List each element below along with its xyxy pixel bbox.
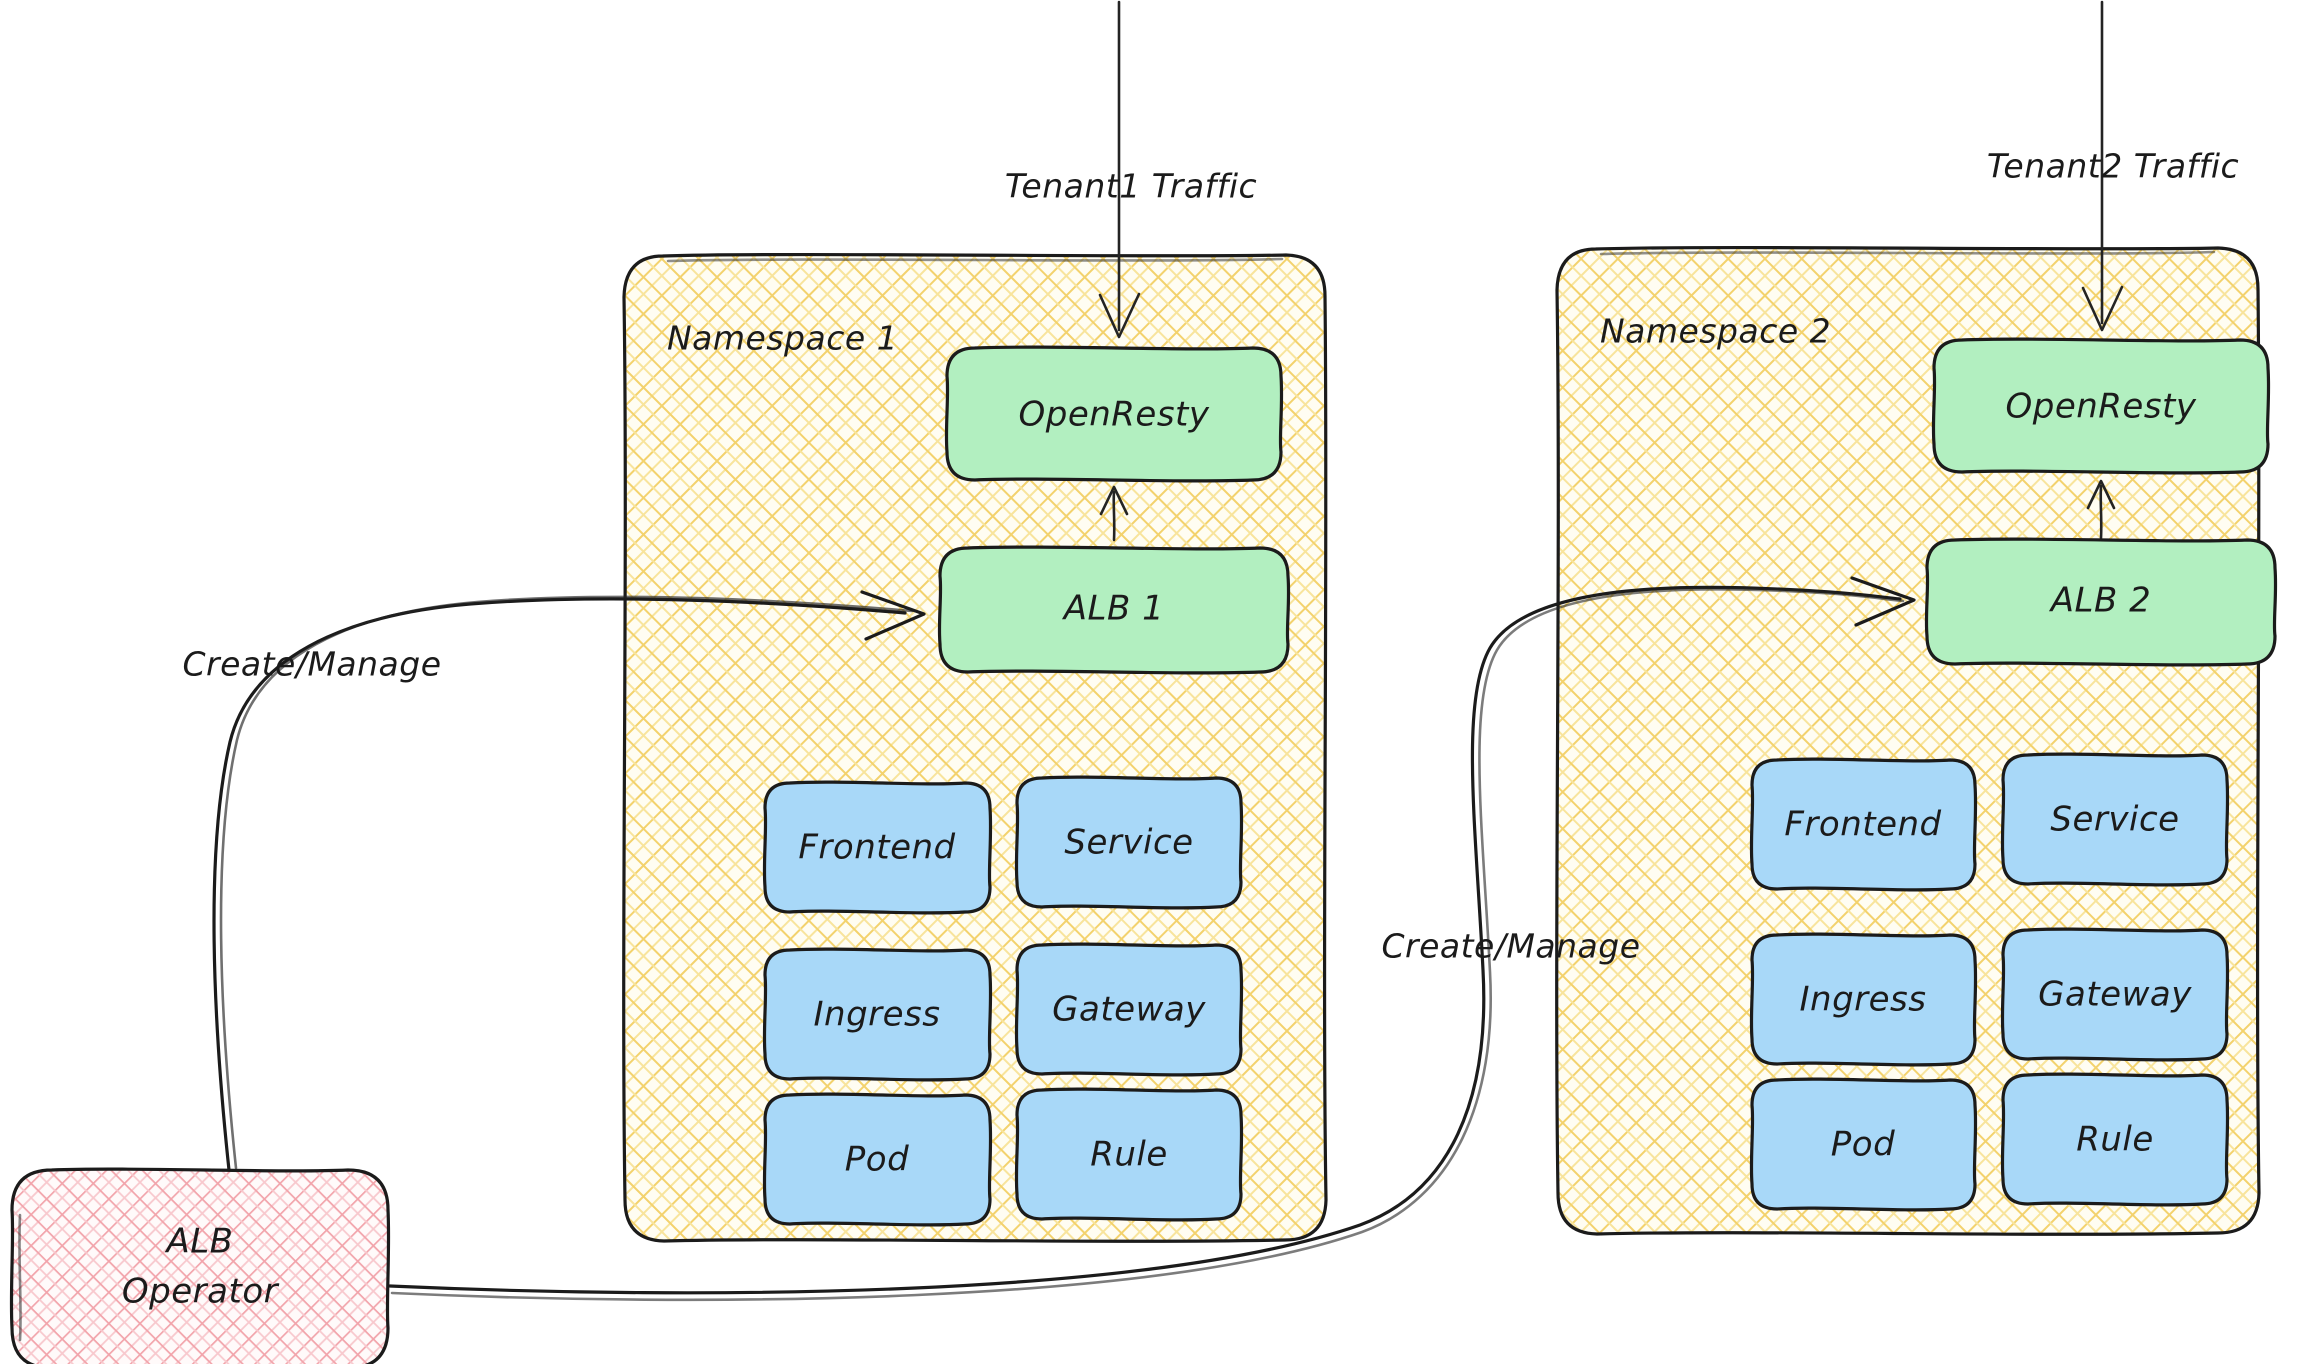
namespace-1-openresty-node[interactable] xyxy=(944,345,1284,483)
tenant2-traffic-label: Tenant2 Traffic xyxy=(1987,147,2239,186)
namespace-2-openresty-label: OpenResty xyxy=(2005,387,2196,427)
namespace-2-resource-frontend[interactable]: Frontend xyxy=(1749,757,1978,892)
namespace-2-resource-ingress-label: Ingress xyxy=(1800,980,1927,1020)
edge-operator-to-alb1 xyxy=(212,590,926,1172)
namespace-1-resource-service-label: Service xyxy=(1064,823,1193,863)
namespace-1-resource-frontend-label: Frontend xyxy=(798,828,955,868)
namespace-1-resource-gateway[interactable]: Gateway xyxy=(1014,942,1244,1077)
create-manage-label-1: Create/Manage xyxy=(182,645,441,684)
namespace-2-resource-gateway-label: Gateway xyxy=(2038,975,2192,1015)
namespace-2-label: Namespace 2 xyxy=(1600,312,1831,351)
namespace-2-alb-node[interactable] xyxy=(1924,537,2278,667)
namespace-1-resource-ingress-label: Ingress xyxy=(814,995,941,1035)
tenant1-traffic-label: Tenant1 Traffic xyxy=(1005,167,1257,206)
tenant1-traffic-arrow xyxy=(1098,0,1141,339)
namespace-2-alb-label: ALB 2 xyxy=(2049,581,2151,621)
create-manage-label-2: Create/Manage xyxy=(1381,927,1640,966)
namespace-1-openresty-label: OpenResty xyxy=(1018,395,1209,435)
namespace-2-resource-rule[interactable]: Rule xyxy=(2000,1072,2230,1207)
alb2-to-openresty-connector xyxy=(2086,479,2116,540)
namespace-2-resource-pod-label: Pod xyxy=(1831,1125,1895,1165)
namespace-1-resource-gateway-label: Gateway xyxy=(1052,990,1206,1030)
namespace-2-resource-ingress[interactable]: Ingress xyxy=(1749,932,1978,1067)
alb-operator-line2: Operator xyxy=(122,1272,280,1312)
alb-operator-line1: ALB xyxy=(164,1222,233,1262)
namespace-1-label: Namespace 1 xyxy=(667,319,898,358)
tenant2-traffic-arrow xyxy=(2081,0,2124,332)
namespace-1-resource-frontend[interactable]: Frontend xyxy=(762,780,993,915)
namespace-1-alb-label: ALB 1 xyxy=(1062,589,1164,629)
namespace-2-resource-rule-label: Rule xyxy=(2076,1120,2154,1160)
namespace-1-resource-rule[interactable]: Rule xyxy=(1014,1087,1244,1222)
namespace-1-resource-rule-label: Rule xyxy=(1090,1135,1168,1175)
namespace-2-openresty-node[interactable] xyxy=(1931,337,2271,475)
namespace-1-resource-pod[interactable]: Pod xyxy=(762,1092,993,1227)
edge-operator-to-alb2 xyxy=(388,576,1916,1302)
namespace-1-resource-pod-label: Pod xyxy=(845,1140,909,1180)
namespace-2-resource-gateway[interactable]: Gateway xyxy=(2000,927,2230,1062)
namespace-2-resource-service-label: Service xyxy=(2050,800,2179,840)
alb1-to-openresty-connector xyxy=(1099,485,1129,542)
alb-operator-node[interactable] xyxy=(9,1167,391,1364)
namespace-2-resource-service[interactable]: Service xyxy=(2000,752,2230,887)
namespace-1-resource-ingress[interactable]: Ingress xyxy=(762,947,993,1082)
namespace-2-resource-frontend-label: Frontend xyxy=(1784,805,1941,845)
namespace-1-alb-node[interactable] xyxy=(937,545,1291,675)
namespace-2-resource-pod[interactable]: Pod xyxy=(1749,1077,1978,1212)
namespace-1-resource-service[interactable]: Service xyxy=(1014,775,1244,910)
